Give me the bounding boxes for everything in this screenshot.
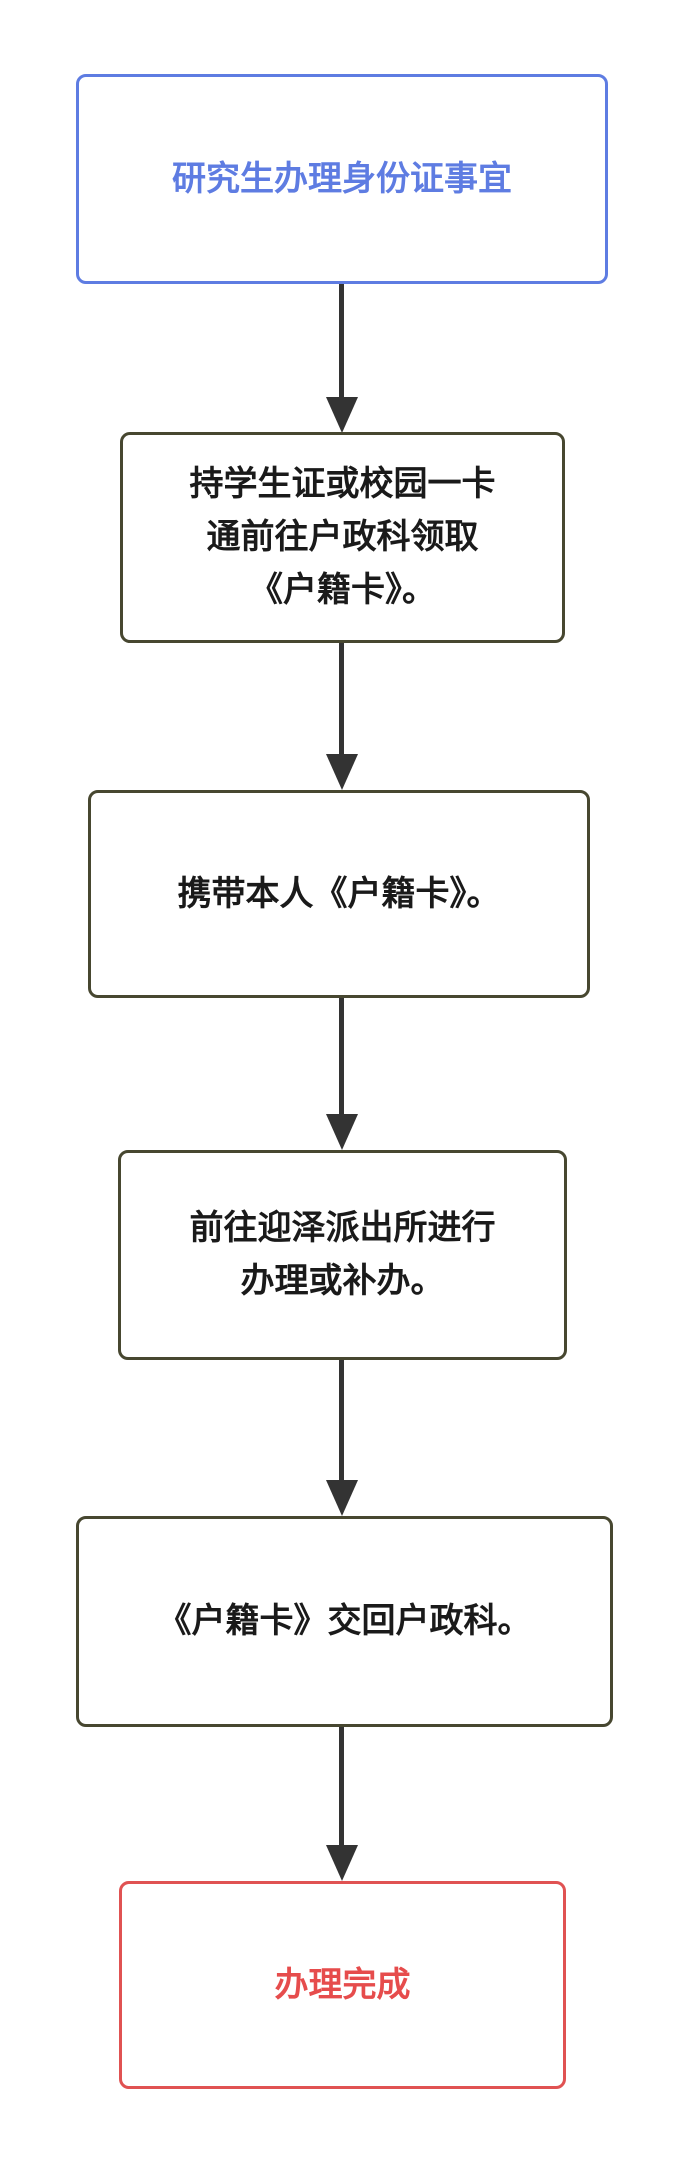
flow-node-end: 办理完成 <box>119 1881 566 2089</box>
flow-arrow-head <box>326 397 358 433</box>
flow-arrow-head <box>326 1480 358 1516</box>
flow-arrow-line <box>339 1360 344 1480</box>
flow-node-step-3: 前往迎泽派出所进行 办理或补办。 <box>118 1150 567 1360</box>
flow-node-title: 研究生办理身份证事宜 <box>76 74 608 284</box>
flow-node-step-2: 携带本人《户籍卡》。 <box>88 790 590 998</box>
flow-node-step-1: 持学生证或校园一卡 通前往户政科领取 《户籍卡》。 <box>120 432 565 643</box>
flow-arrow-line <box>339 1727 344 1845</box>
flow-arrow-head <box>326 1845 358 1881</box>
flow-arrow-line <box>339 284 344 397</box>
flow-arrow-head <box>326 1114 358 1150</box>
flow-arrow-line <box>339 643 344 754</box>
flow-node-step-4: 《户籍卡》交回户政科。 <box>76 1516 613 1727</box>
flow-arrow-line <box>339 998 344 1114</box>
flow-arrow-head <box>326 754 358 790</box>
